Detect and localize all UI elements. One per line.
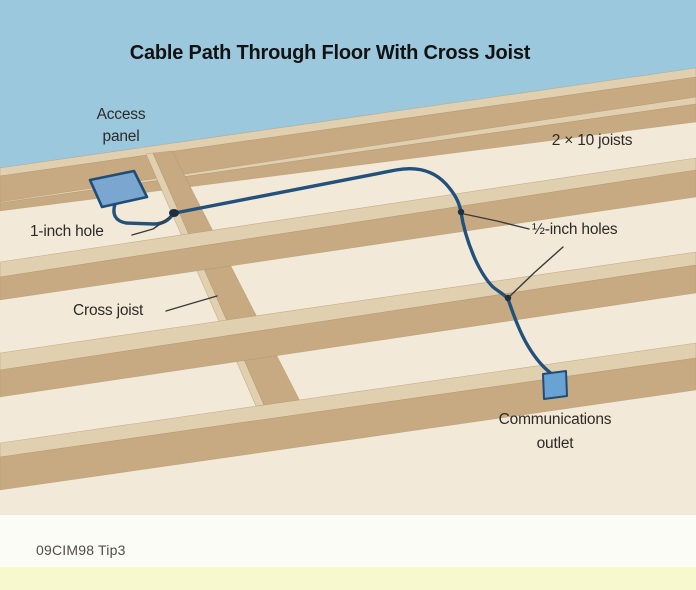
label-1-inch-hole: 1-inch hole — [30, 223, 104, 240]
joist-d-face — [0, 357, 696, 491]
label-cross-joist: Cross joist — [73, 302, 144, 319]
joist-c-top-edge — [0, 251, 696, 371]
leader-half-inch-upper — [463, 213, 530, 230]
label-half-inch-holes: ½-inch holes — [532, 221, 618, 238]
bottom-white-strip — [0, 515, 696, 567]
label-communications-outlet: Communications outlet — [498, 411, 612, 452]
label-2x10-joists: 2 × 10 joists — [551, 132, 633, 149]
joist-b-face — [0, 169, 696, 301]
joist-c-face — [0, 264, 696, 398]
label-access-panel: Access panel — [96, 106, 146, 145]
one-inch-hole-icon — [169, 209, 179, 217]
diagram-title: Cable Path Through Floor With Cross Jois… — [129, 42, 531, 64]
joist-b-top-edge — [0, 157, 696, 278]
leader-one-inch-hole — [131, 216, 171, 236]
rim-joist-top-edge — [0, 67, 696, 177]
access-panel-icon — [88, 169, 149, 209]
figure-caption: 09CIM98 Tip3 — [36, 542, 126, 558]
half-inch-hole-icon — [457, 208, 465, 216]
joist-d-top-edge — [0, 342, 696, 458]
communications-outlet-icon — [542, 370, 568, 400]
bottom-yellow-strip — [0, 567, 696, 590]
leader-cross-joist — [165, 295, 218, 312]
sky-background — [0, 0, 696, 168]
leader-half-inch-lower — [509, 246, 564, 297]
